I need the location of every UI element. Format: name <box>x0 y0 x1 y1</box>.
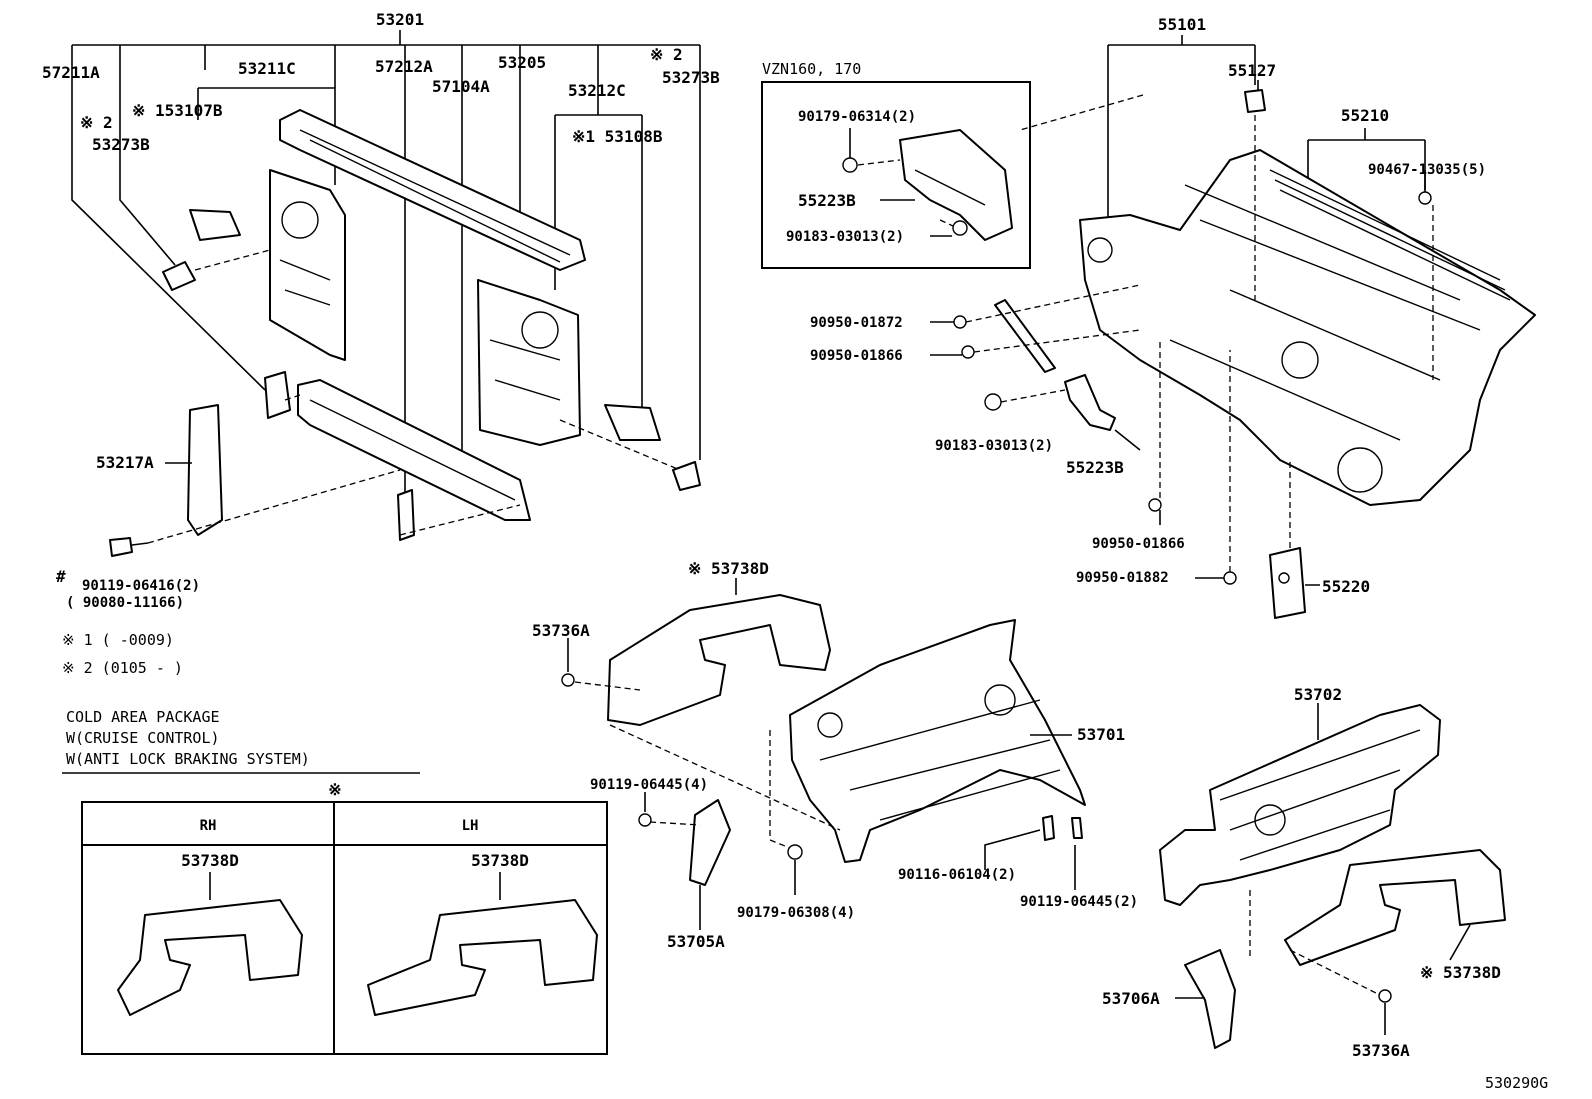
cold-area-line3: W(ANTI LOCK BRAKING SYSTEM) <box>66 750 310 768</box>
label-90950-01882: 90950-01882 <box>1076 570 1169 586</box>
plate-55220 <box>1269 547 1306 619</box>
bracket-53273B-left <box>162 261 196 291</box>
label-53211C: 53211C <box>238 59 296 78</box>
right-side-panel-part <box>477 279 581 446</box>
radiator-support-group <box>71 30 701 557</box>
label-53108B: ※1 53108B <box>572 127 663 146</box>
apron-53702-group <box>1159 703 1506 1049</box>
label-90179-06308: 90179-06308(4) <box>737 905 855 921</box>
bracket-53273B-right <box>672 461 701 491</box>
brace-53706A <box>1184 949 1236 1049</box>
label-53705A: 53705A <box>667 932 725 951</box>
label-note2-left: ※ 2 <box>80 113 113 132</box>
label-53273B-left: 53273B <box>92 135 150 154</box>
shield-55223B <box>1064 374 1116 431</box>
shield-55223B-inset <box>899 129 1013 241</box>
label-53107B: ※ 153107B <box>132 101 223 120</box>
label-53201: 53201 <box>376 10 424 29</box>
label-90179-06314: 90179-06314(2) <box>798 109 916 125</box>
label-53205: 53205 <box>498 53 546 72</box>
label-53736A-left: 53736A <box>532 621 590 640</box>
label-90950-01866-b: 90950-01866 <box>1092 536 1185 552</box>
label-53217A: 53217A <box>96 453 154 472</box>
label-53702: 53702 <box>1294 685 1342 704</box>
label-53706A: 53706A <box>1102 989 1160 1008</box>
label-53273B-right: 53273B <box>662 68 720 87</box>
label-vzn: VZN160, 170 <box>762 60 861 78</box>
dash-panel-55101 <box>1079 149 1536 506</box>
grommet-55127 <box>1244 89 1266 113</box>
dash-panel-group <box>930 35 1536 619</box>
label-90183-03013: 90183-03013(2) <box>935 438 1053 454</box>
label-90183-03013-inset: 90183-03013(2) <box>786 229 904 245</box>
table-lh-part: 53738D <box>471 851 529 870</box>
pad-53738D-right <box>1284 849 1506 966</box>
label-55210: 55210 <box>1341 106 1389 125</box>
bolt-90119-06416 <box>109 537 133 557</box>
label-53738D-top: ※ 53738D <box>688 559 769 578</box>
label-hash: # <box>56 567 66 586</box>
bolt-90119-06445-b <box>1071 817 1083 839</box>
label-55127: 55127 <box>1228 61 1276 80</box>
table-mark: ※ <box>328 780 341 799</box>
label-55101: 55101 <box>1158 15 1206 34</box>
apron-53701 <box>789 619 1086 863</box>
label-note2-top: ※ 2 <box>650 45 683 64</box>
label-53212C: 53212C <box>568 81 626 100</box>
label-90119-06445-b: 90119-06445(2) <box>1020 894 1138 910</box>
diagram-code: 530290G <box>1485 1074 1548 1092</box>
label-57211A: 57211A <box>42 63 100 82</box>
footnote-1: ※ 1 ( -0009) <box>62 631 174 649</box>
brace-53217A <box>187 404 223 536</box>
label-57212A: 57212A <box>375 57 433 76</box>
label-53701: 53701 <box>1077 725 1125 744</box>
label-90950-01866-a: 90950-01866 <box>810 348 903 364</box>
bracket-57212A <box>397 489 415 541</box>
table-rh-part: 53738D <box>181 851 239 870</box>
table-lh-header: LH <box>462 818 479 834</box>
rh-pad-53738D <box>117 899 303 1016</box>
left-side-panel-part <box>269 169 346 361</box>
cold-area-line2: W(CRUISE CONTROL) <box>66 729 220 747</box>
label-55223B: 55223B <box>1066 458 1124 477</box>
clip-53108B <box>604 404 661 441</box>
apron-53701-group <box>561 578 1086 930</box>
cold-area-line1: COLD AREA PACKAGE <box>66 708 220 726</box>
clip-90116-06104 <box>1042 815 1055 841</box>
pad-53738D-top <box>607 594 831 726</box>
label-90950-01872: 90950-01872 <box>810 315 903 331</box>
label-90467-13035: 90467-13035(5) <box>1368 162 1486 178</box>
brace-53705A <box>689 799 731 886</box>
lh-pad-53738D <box>367 899 598 1016</box>
label-90119-06416: 90119-06416(2) <box>82 578 200 594</box>
label-90119-06445-a: 90119-06445(4) <box>590 777 708 793</box>
label-90080-11166: ( 90080-11166) <box>66 595 184 611</box>
strip-part <box>994 299 1056 373</box>
label-55220: 55220 <box>1322 577 1370 596</box>
label-57104A: 57104A <box>432 77 490 96</box>
table-rh-header: RH <box>200 818 217 834</box>
footnote-2: ※ 2 (0105 - ) <box>62 659 183 677</box>
label-90116-06104: 90116-06104(2) <box>898 867 1016 883</box>
vzn-inset-group <box>761 81 1031 269</box>
clip-53107B <box>189 209 241 241</box>
label-55223B-inset: 55223B <box>798 191 856 210</box>
rh-lh-table: RH LH 53738D 53738D <box>81 801 608 1055</box>
label-53736A-right: 53736A <box>1352 1041 1410 1060</box>
label-53738D-right: ※ 53738D <box>1420 963 1501 982</box>
upper-support-part <box>279 109 586 271</box>
bracket-57211A <box>264 371 291 419</box>
